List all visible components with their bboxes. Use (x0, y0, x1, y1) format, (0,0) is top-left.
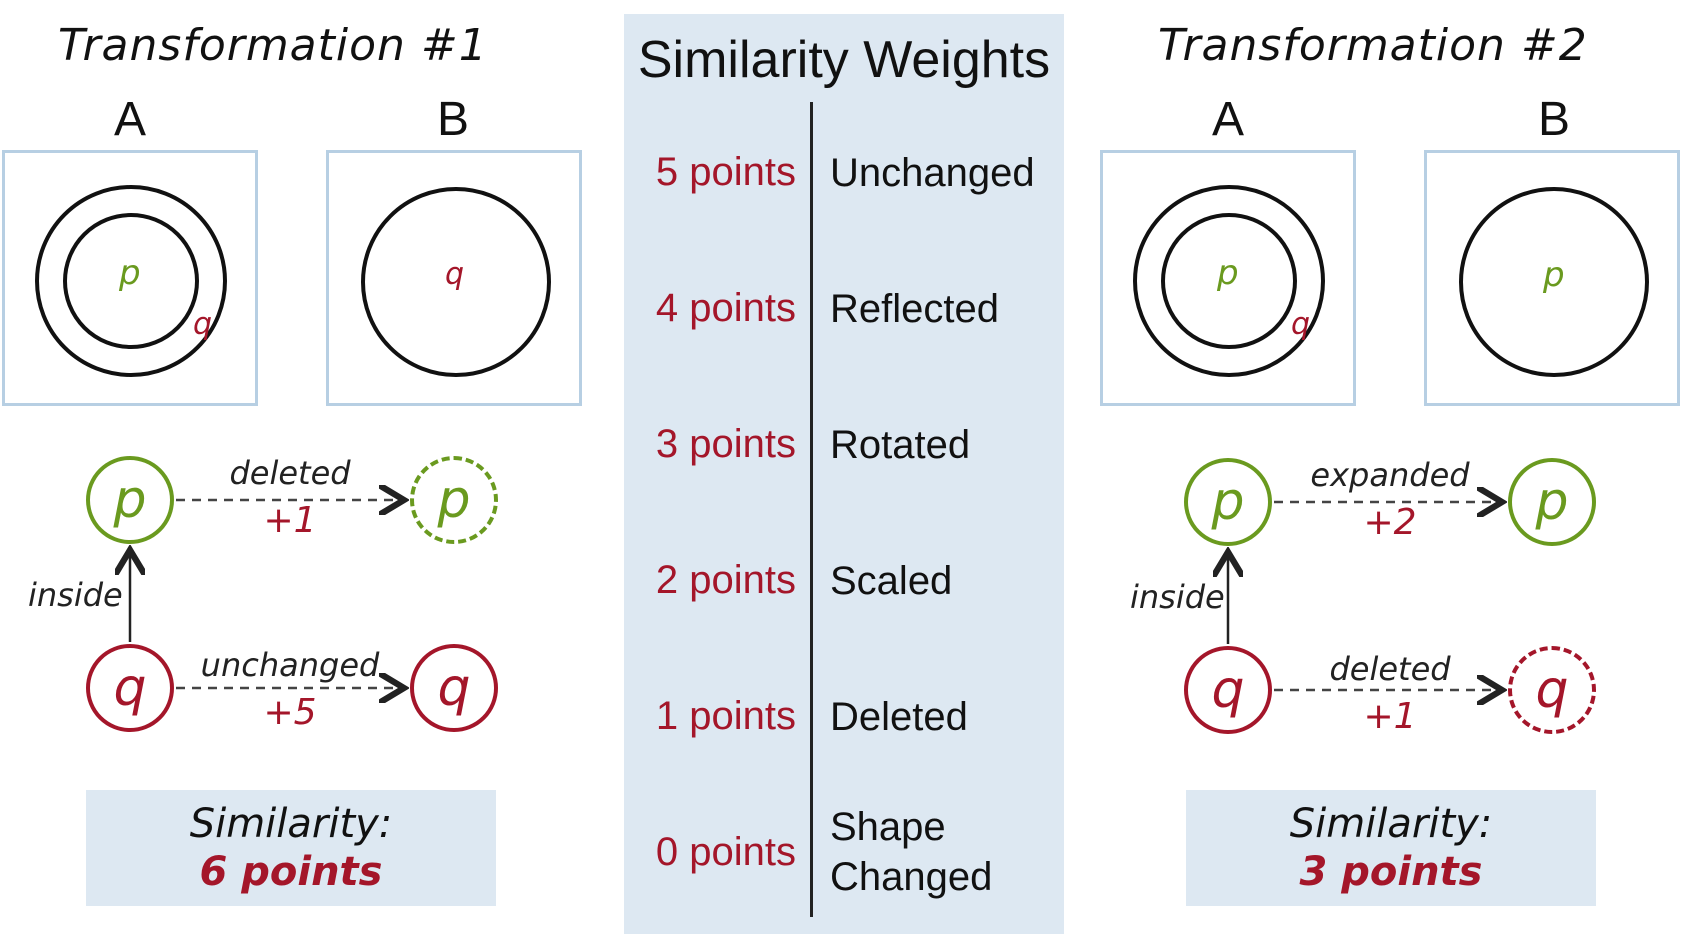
edge-label-expanded: expanded (1310, 456, 1470, 494)
edge-score-plus-2: +2 (1363, 502, 1417, 543)
frame-a-label: A (113, 93, 146, 146)
inner-circle (63, 213, 199, 349)
outer-circle (1133, 185, 1325, 377)
edge-label-deleted: deleted (229, 454, 351, 492)
frame-a-label: A (1211, 93, 1244, 146)
weight-points-1: 1 points (655, 694, 796, 738)
relation-label-inside: inside (1130, 578, 1225, 616)
single-circle (361, 187, 551, 377)
edge-score-plus-1: +1 (1363, 696, 1417, 737)
similarity-weights-panel (624, 14, 1064, 934)
frame-b-label: B (436, 93, 469, 146)
summary-label: Similarity: (189, 801, 393, 847)
relation-label-inside: inside (28, 576, 123, 614)
object-q-label: q (193, 307, 213, 342)
similarity-summary-2: Similarity: 3 points (1186, 790, 1596, 906)
edge-label-unchanged: unchanged (200, 646, 380, 684)
weight-desc-shape-changed: Shape Changed (830, 805, 993, 899)
frame-a: p q (1100, 150, 1356, 406)
node-p-expanded: p (1508, 458, 1596, 546)
frame-b: q (326, 150, 582, 406)
summary-value: 3 points (1299, 849, 1483, 895)
summary-value: 6 points (199, 849, 383, 895)
edge-score-plus-5: +5 (263, 692, 317, 733)
object-p-label: p (1217, 253, 1239, 293)
weight-points-0: 0 points (655, 830, 796, 874)
node-p-source: p (1184, 458, 1272, 546)
transformation-2-title: Transformation #2 (1158, 20, 1588, 71)
transformation-1-title: Transformation #1 (58, 20, 488, 71)
weight-desc-deleted: Deleted (830, 695, 968, 739)
node-p-deleted: p (410, 456, 498, 544)
weight-points-2: 2 points (655, 558, 796, 602)
edge-label-deleted: deleted (1329, 650, 1451, 688)
object-p-label: p (1543, 255, 1565, 295)
node-q-target: q (410, 644, 498, 732)
weight-desc-reflected: Reflected (830, 287, 999, 331)
object-q-label: q (1291, 307, 1311, 342)
weight-desc-unchanged: Unchanged (830, 151, 1035, 195)
summary-label: Similarity: (1289, 801, 1493, 847)
frame-a: p q (2, 150, 258, 406)
weight-points-4: 4 points (655, 286, 796, 330)
node-q-source: q (1184, 646, 1272, 734)
inner-circle (1161, 213, 1297, 349)
object-q-label: q (445, 257, 465, 292)
object-p-label: p (119, 253, 141, 293)
weight-desc-rotated: Rotated (830, 423, 971, 467)
weights-divider (810, 102, 813, 917)
similarity-summary-1: Similarity: 6 points (86, 790, 496, 906)
weight-points-3: 3 points (655, 422, 796, 466)
frame-b: p (1424, 150, 1680, 406)
single-circle (1459, 187, 1649, 377)
node-q-deleted: q (1508, 646, 1596, 734)
node-p-source: p (86, 456, 174, 544)
weight-desc-scaled: Scaled (830, 559, 953, 603)
similarity-weights-title: Similarity Weights (637, 31, 1051, 89)
frame-b-label: B (1537, 93, 1570, 146)
edge-score-plus-1: +1 (263, 500, 317, 541)
node-q-source: q (86, 644, 174, 732)
weight-points-5: 5 points (655, 150, 796, 194)
outer-circle (35, 185, 227, 377)
